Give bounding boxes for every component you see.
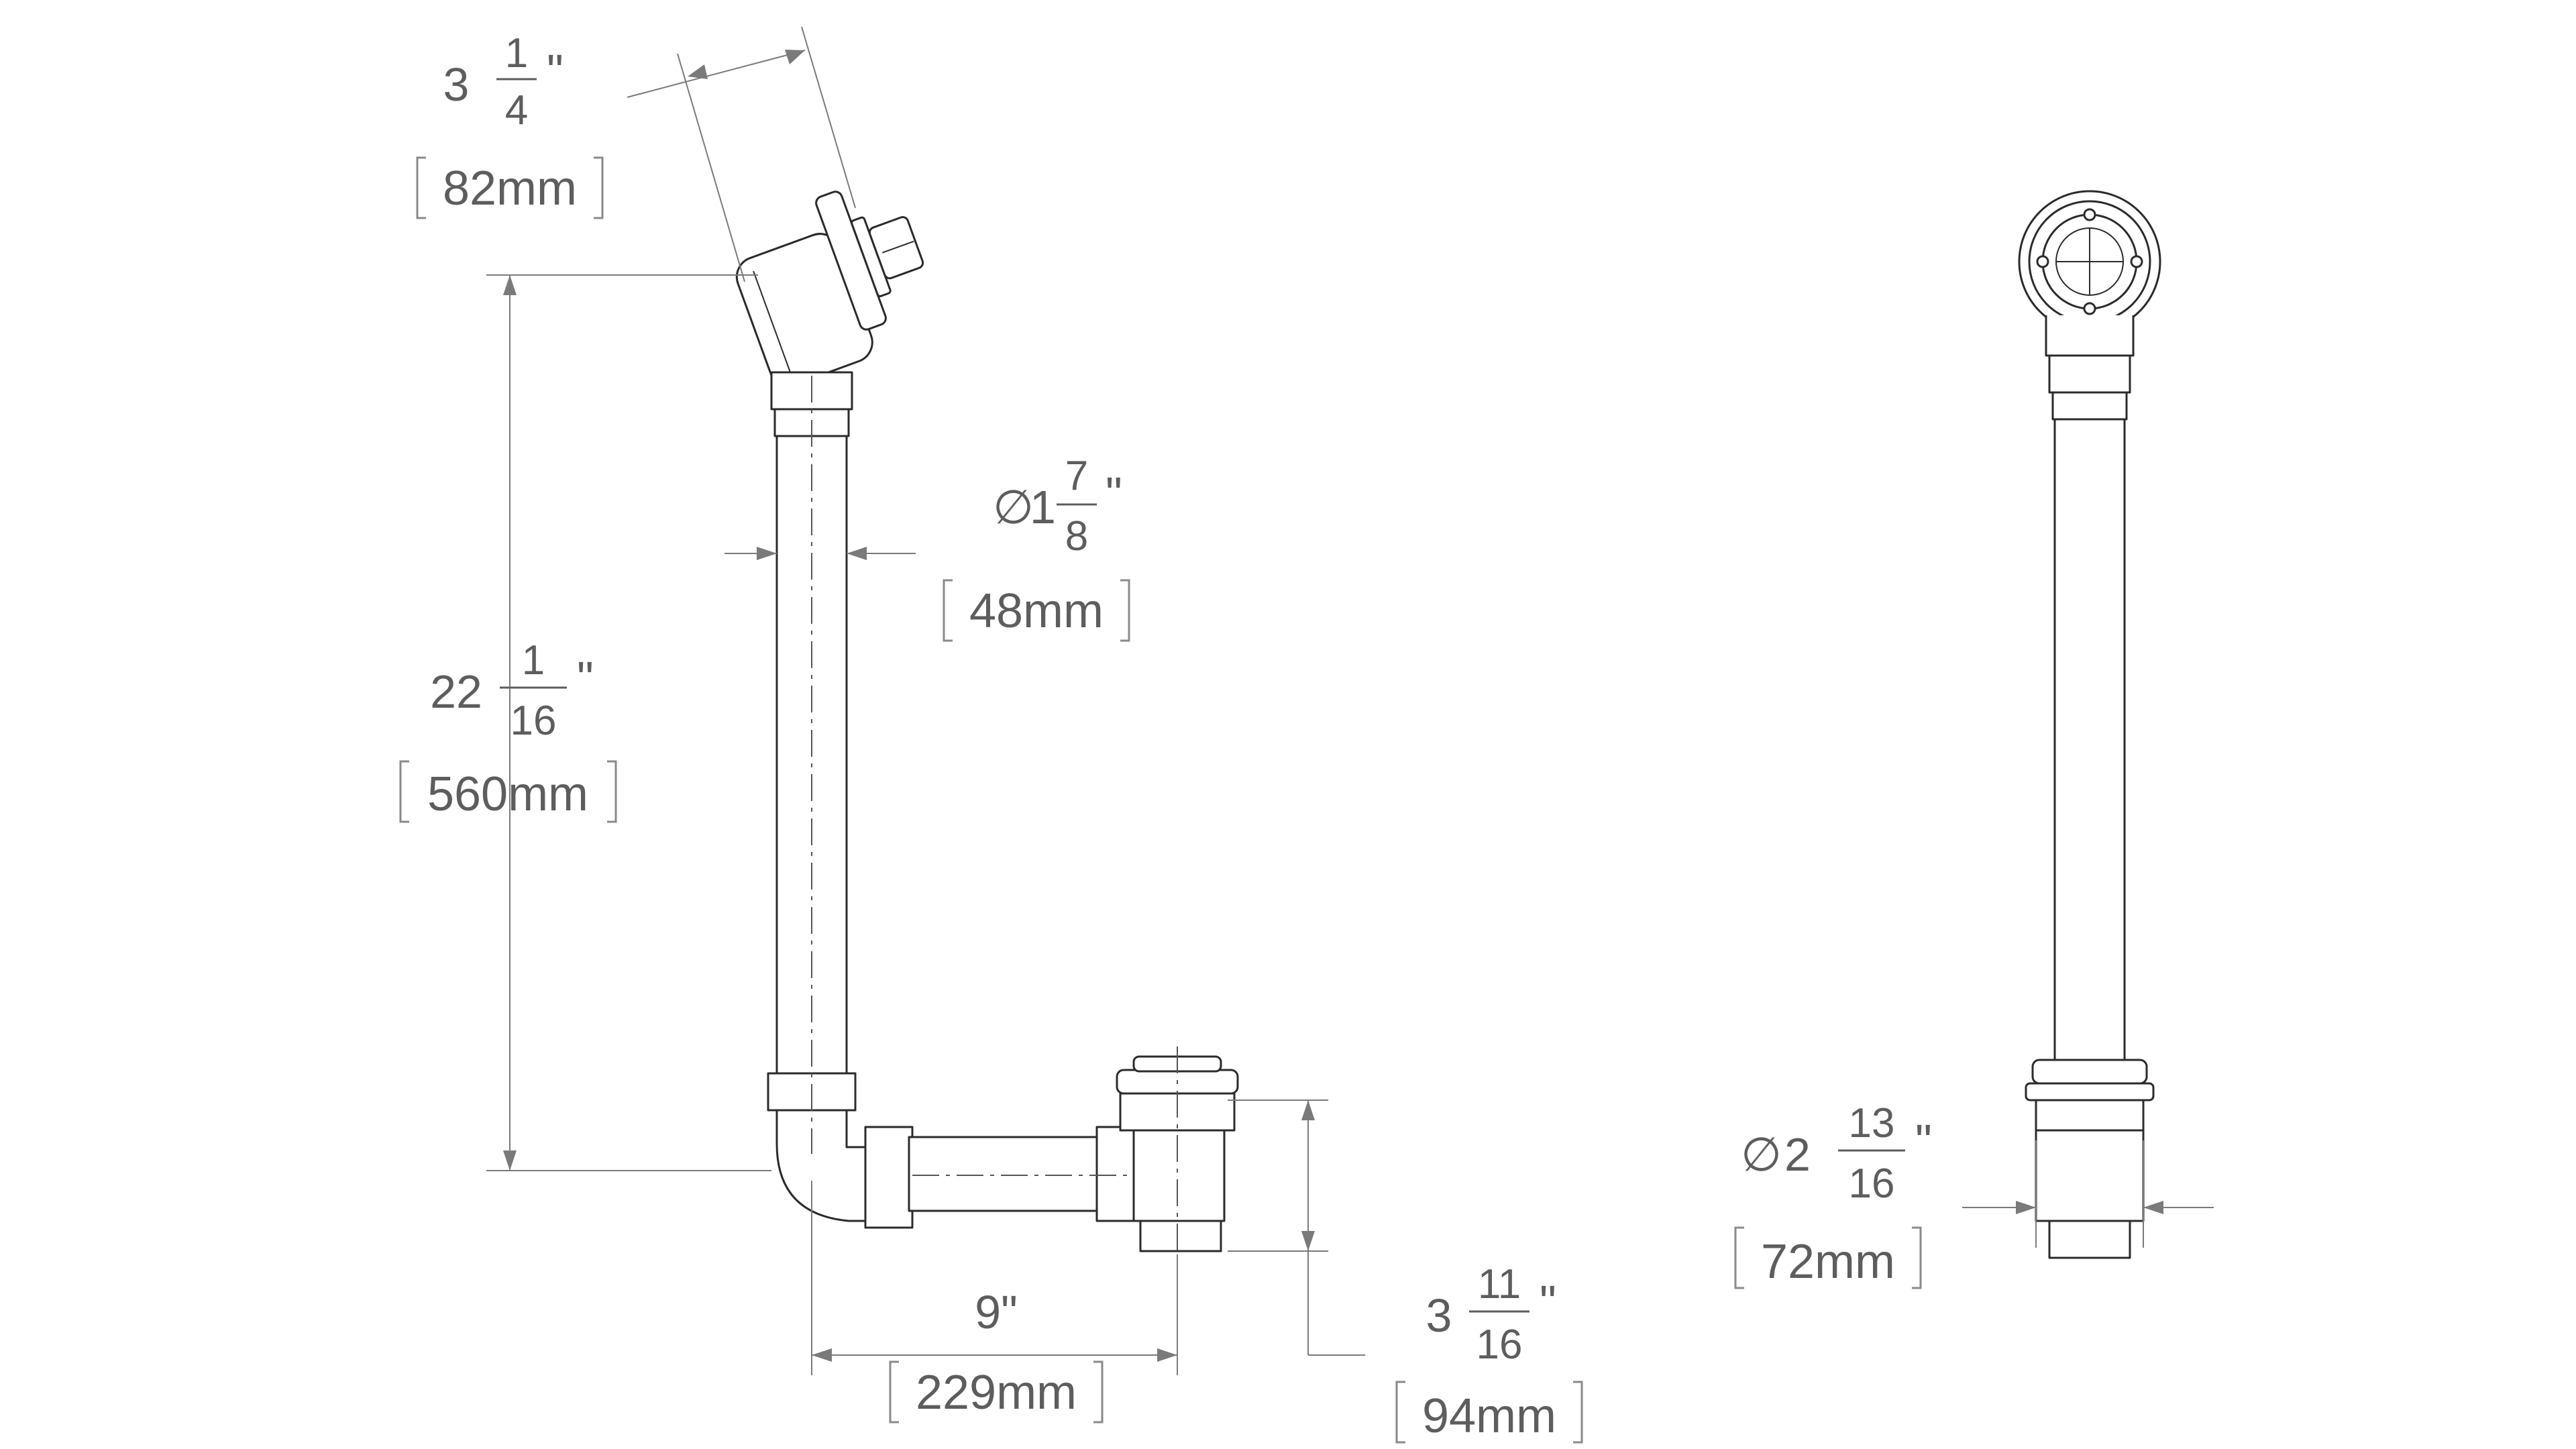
tube-diameter-whole: 1: [1030, 481, 1056, 533]
flange-diameter-symbol: ∅: [1741, 1128, 1782, 1181]
drain-height-num: 11: [1478, 1261, 1521, 1307]
front-upper-nut: [2051, 391, 2128, 421]
drain-tailpiece: [1139, 1220, 1222, 1252]
horizontal-run-label: 9" 229mm: [889, 1286, 1104, 1424]
drain-height-label: 3 11 16 " 94mm: [1395, 1261, 1583, 1444]
drain-tee: [1132, 1129, 1226, 1222]
flange-diameter-label: ∅ 2 13 16 " 72mm: [1734, 1100, 1932, 1289]
front-view-dimensions: [1962, 1140, 2214, 1248]
overall-height-unit: ": [577, 652, 594, 704]
flange-diameter-den: 16: [1849, 1161, 1895, 1207]
elbow-offset-num: 1: [505, 30, 528, 76]
front-drain-flange: [2031, 1059, 2148, 1085]
drain-height-metric: 94mm: [1422, 1389, 1556, 1443]
overall-height-den: 16: [511, 698, 557, 744]
front-vertical-tube: [2053, 418, 2126, 1061]
flange-diameter-unit: ": [1915, 1115, 1932, 1167]
tube-diameter-den: 8: [1065, 513, 1088, 559]
tube-diameter-unit: ": [1106, 468, 1122, 520]
horizontal-tube: [908, 1136, 1105, 1212]
front-upper-coupling: [2048, 354, 2131, 394]
elbow-offset-metric: 82mm: [443, 162, 577, 215]
elbow-offset-whole: 3: [443, 58, 470, 111]
elbow-offset-label: 3 1 4 " 82mm: [416, 30, 604, 219]
drain-height-den: 16: [1477, 1322, 1523, 1368]
horizontal-run-value: 9": [975, 1286, 1018, 1338]
elbow-offset-unit: ": [547, 45, 564, 97]
drain-height-whole: 3: [1426, 1289, 1452, 1342]
front-tailpiece: [2048, 1220, 2131, 1259]
side-view: [735, 191, 1239, 1268]
front-drain-gasket: [2025, 1082, 2155, 1102]
flange-diameter-metric: 72mm: [1761, 1235, 1895, 1289]
overall-height-metric: 560mm: [427, 767, 588, 821]
overflow-faceplate: [2018, 190, 2161, 333]
overflow-elbow: [735, 191, 924, 386]
overall-height-label: 22 1 16 " 560mm: [399, 637, 617, 823]
front-view: [2018, 190, 2161, 1259]
flange-diameter-whole: 2: [1784, 1128, 1811, 1181]
elbow-nut: [864, 1126, 914, 1229]
horizontal-run-metric: 229mm: [916, 1366, 1077, 1419]
front-elbow: [2045, 315, 2135, 357]
front-drain-body: [2035, 1129, 2145, 1222]
tube-diameter-metric: 48mm: [969, 584, 1104, 638]
overall-height-whole: 22: [430, 665, 482, 718]
tube-diameter-label: ∅ 1 7 8 " 48mm: [943, 453, 1130, 642]
side-view-dimensions: [486, 26, 1365, 1375]
tee-nut: [1095, 1126, 1138, 1222]
tube-diameter-num: 7: [1065, 453, 1088, 499]
elbow-offset-den: 4: [505, 87, 528, 133]
tube-diameter-symbol: ∅: [993, 481, 1034, 533]
overall-height-num: 1: [522, 637, 545, 684]
front-shoe: [2035, 1099, 2145, 1132]
flange-diameter-num: 13: [1849, 1100, 1895, 1146]
drain-height-unit: ": [1540, 1276, 1556, 1328]
